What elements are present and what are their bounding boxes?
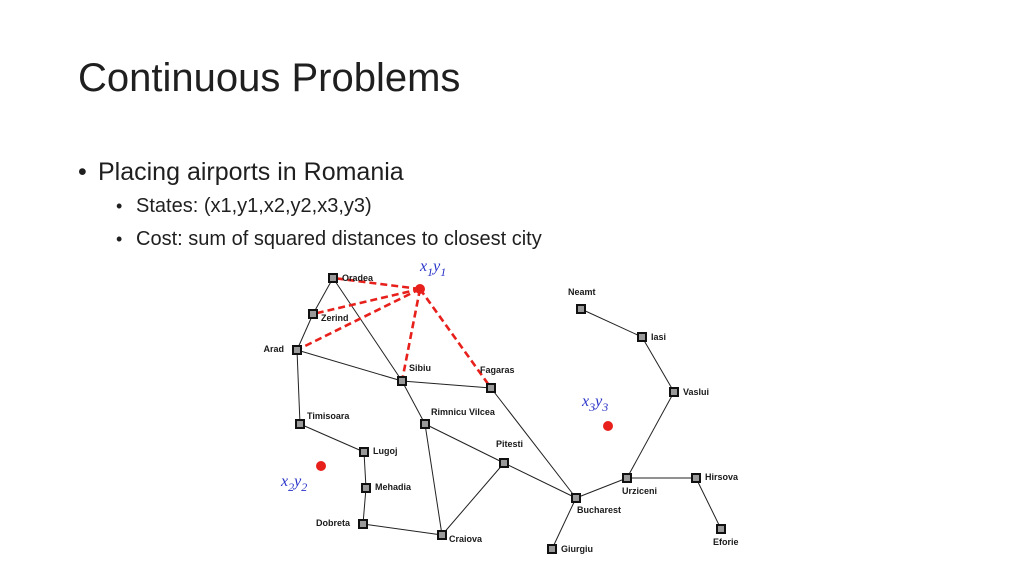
road-arad-sibiu (296, 349, 403, 382)
road-lugoj-mehadia (363, 451, 367, 489)
city-label-iasi: Iasi (651, 332, 666, 342)
city-label-timisoara: Timisoara (307, 411, 350, 421)
city-marker-zerind (308, 309, 318, 319)
city-marker-giurgiu (547, 544, 557, 554)
assignment-a1-sibiu (400, 288, 422, 382)
airport-a2 (316, 461, 326, 471)
assignment-a1-oradea (332, 276, 421, 291)
assignment-a1-zerind (312, 287, 421, 316)
city-marker-bucharest (571, 493, 581, 503)
roads-layer (296, 277, 722, 550)
road-sibiu-fagaras (401, 380, 492, 389)
city-marker-eforie (716, 524, 726, 534)
bullet-text: Placing airports in Romania (98, 158, 404, 186)
slide-title: Continuous Problems (78, 56, 461, 100)
city-marker-rimnicu (420, 419, 430, 429)
city-marker-neamt (576, 304, 586, 314)
road-arad-timisoara (296, 349, 301, 425)
road-rimnicu-craiova (424, 423, 443, 536)
city-label-zerind: Zerind (321, 313, 349, 323)
road-oradea-zerind (312, 277, 334, 315)
assignment-a1-arad (296, 287, 421, 352)
airport-label-a3: x3y3 (581, 393, 608, 414)
sub-bullet-states: States: (x1,y1,x2,y2,x3,y3) (116, 190, 542, 223)
road-vaslui-iasi (641, 336, 675, 393)
city-label-dobreta: Dobreta (316, 518, 351, 528)
road-pitesti-bucharest (503, 462, 577, 499)
road-rimnicu-pitesti (424, 423, 505, 464)
city-label-rimnicu: Rimnicu Vilcea (431, 407, 496, 417)
road-craiova-pitesti (441, 462, 505, 536)
bullet-list: Placing airports in Romania States: (x1,… (78, 154, 542, 256)
city-label-lugoj: Lugoj (373, 446, 398, 456)
airport-a3 (603, 421, 613, 431)
city-label-hirsova: Hirsova (705, 472, 739, 482)
city-marker-lugoj (359, 447, 369, 457)
city-marker-hirsova (691, 473, 701, 483)
road-zerind-arad (296, 313, 314, 351)
road-mehadia-dobreta (362, 487, 367, 525)
sub-bullet-cost: Cost: sum of squared distances to closes… (116, 223, 542, 256)
assignment-a1-fagaras (418, 288, 493, 389)
city-marker-dobreta (358, 519, 368, 529)
road-bucharest-giurgiu (551, 497, 577, 550)
road-timisoara-lugoj (299, 423, 365, 453)
city-label-fagaras: Fagaras (480, 365, 515, 375)
city-label-eforie: Eforie (713, 537, 739, 547)
airport-label-a1: x1y1 (419, 258, 446, 279)
airport-a1 (415, 284, 425, 294)
road-dobreta-craiova (362, 523, 443, 536)
city-marker-oradea (328, 273, 338, 283)
sub-bullet-list: States: (x1,y1,x2,y2,x3,y3) Cost: sum of… (98, 190, 542, 256)
airports-layer: x1y1 x2y2 x3y3 (280, 258, 613, 494)
city-label-vaslui: Vaslui (683, 387, 709, 397)
road-urziceni-vaslui (626, 391, 675, 479)
road-hirsova-eforie (695, 477, 722, 530)
city-marker-craiova (437, 530, 447, 540)
city-label-bucharest: Bucharest (577, 505, 621, 515)
city-label-mehadia: Mehadia (375, 482, 412, 492)
city-marker-timisoara (295, 419, 305, 429)
airport-label-a2: x2y2 (280, 473, 307, 494)
city-label-sibiu: Sibiu (409, 363, 431, 373)
city-label-craiova: Craiova (449, 534, 483, 544)
road-iasi-neamt (580, 308, 643, 338)
city-label-pitesti: Pitesti (496, 439, 523, 449)
city-marker-pitesti (499, 458, 509, 468)
road-oradea-sibiu (332, 277, 403, 382)
bullet-item: Placing airports in Romania States: (x1,… (78, 154, 542, 256)
road-sibiu-rimnicu (401, 380, 426, 425)
city-marker-vaslui (669, 387, 679, 397)
city-marker-sibiu (397, 376, 407, 386)
city-label-arad: Arad (263, 344, 284, 354)
city-label-giurgiu: Giurgiu (561, 544, 593, 554)
road-bucharest-urziceni (575, 477, 628, 499)
assignment-layer (296, 276, 493, 389)
city-marker-iasi (637, 332, 647, 342)
city-marker-urziceni (622, 473, 632, 483)
city-marker-arad (292, 345, 302, 355)
city-label-oradea: Oradea (342, 273, 374, 283)
city-label-neamt: Neamt (568, 287, 596, 297)
cities-layer: OradeaZerindAradTimisoaraLugojMehadiaDob… (263, 273, 739, 554)
city-marker-mehadia (361, 483, 371, 493)
city-marker-fagaras (486, 383, 496, 393)
city-label-urziceni: Urziceni (622, 486, 657, 496)
road-fagaras-bucharest (490, 387, 577, 499)
